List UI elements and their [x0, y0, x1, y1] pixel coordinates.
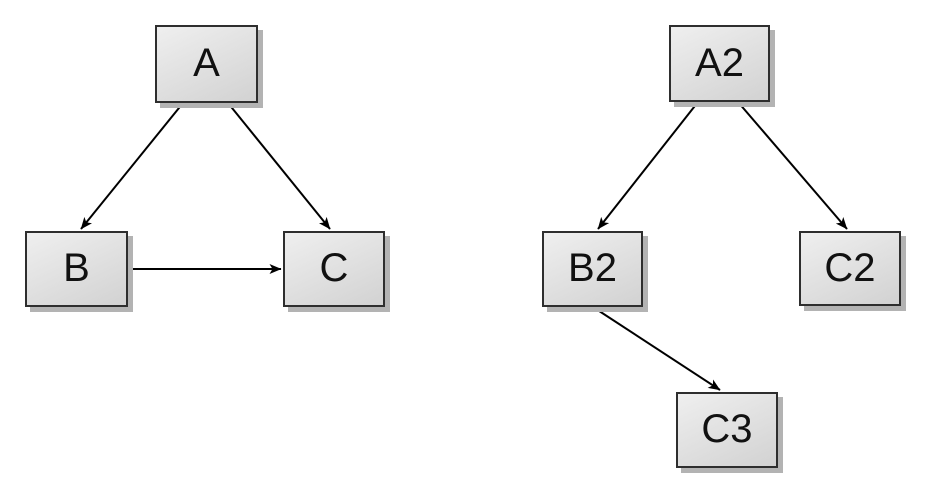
node-label: C — [319, 246, 349, 290]
node-C3[interactable]: C3 — [676, 392, 778, 468]
edge-A-C[interactable] — [227, 102, 331, 230]
node-label: C3 — [701, 407, 753, 451]
node-B[interactable]: B — [25, 231, 128, 307]
node-A[interactable]: A — [155, 25, 258, 103]
node-label: B2 — [568, 246, 617, 290]
edge-B2-C3[interactable] — [592, 306, 721, 391]
node-C[interactable]: C — [283, 231, 385, 307]
node-label: C2 — [824, 245, 876, 290]
node-B2[interactable]: B2 — [542, 231, 643, 307]
node-C2[interactable]: C2 — [799, 231, 901, 306]
node-label: B — [63, 246, 90, 290]
edge-A-B[interactable] — [80, 102, 184, 230]
node-A2[interactable]: A2 — [669, 25, 770, 102]
node-label: A — [193, 41, 220, 85]
node-label: A2 — [695, 40, 744, 85]
edge-A2-B2[interactable] — [597, 101, 699, 230]
edge-A2-C2[interactable] — [737, 101, 848, 230]
